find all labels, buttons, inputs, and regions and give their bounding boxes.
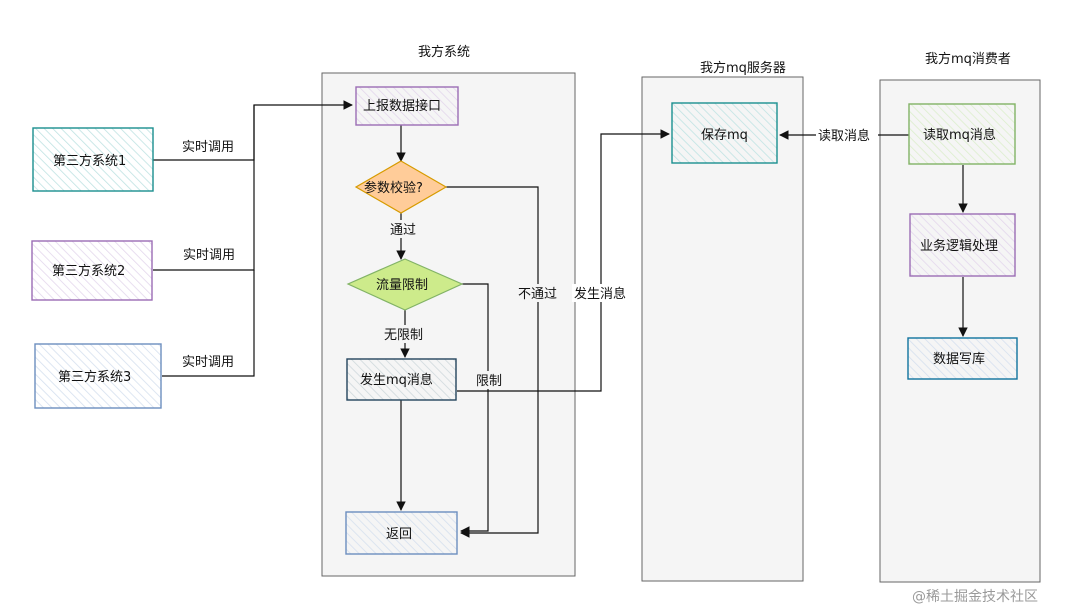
node-return: 返回 bbox=[345, 511, 458, 555]
node-label: 保存mq bbox=[701, 128, 748, 143]
node-business-logic: 业务逻辑处理 bbox=[909, 213, 1016, 277]
label-send-message: 发生消息 bbox=[574, 286, 626, 302]
node-label: 返回 bbox=[386, 527, 412, 542]
edge-realtime-call-3 bbox=[162, 270, 255, 377]
label-realtime-call-1: 实时调用 bbox=[182, 140, 234, 155]
label-realtime-call-3: 实时调用 bbox=[182, 355, 234, 370]
edge-check-fail-to-return bbox=[446, 186, 539, 538]
node-label: 第三方系统3 bbox=[58, 369, 131, 385]
node-send-mq: 发生mq消息 bbox=[346, 358, 457, 401]
node-param-check: 参数校验? bbox=[354, 160, 448, 214]
label-realtime-call-2: 实时调用 bbox=[183, 248, 235, 263]
node-label: 业务逻辑处理 bbox=[920, 238, 998, 254]
panel-title-our-system: 我方系统 bbox=[418, 44, 470, 60]
node-label: 流量限制 bbox=[376, 278, 428, 293]
node-label: 第三方系统2 bbox=[52, 263, 125, 279]
edge-send-to-save bbox=[457, 129, 670, 392]
panel-our-system: 我方系统 bbox=[321, 44, 576, 577]
node-rate-limit: 流量限制 bbox=[346, 258, 464, 311]
node-third-party-2: 第三方系统2 bbox=[31, 240, 153, 301]
node-report-api: 上报数据接口 bbox=[355, 86, 459, 126]
panel-title-mq-server: 我方mq服务器 bbox=[700, 60, 786, 76]
edge-limited-to-return bbox=[460, 283, 489, 536]
label-not-pass: 不通过 bbox=[518, 287, 557, 302]
label-no-limit: 无限制 bbox=[384, 328, 423, 343]
label-read-message: 读取消息 bbox=[818, 128, 870, 144]
label-limited: 限制 bbox=[476, 374, 502, 389]
node-label: 数据写库 bbox=[933, 351, 985, 367]
label-pass: 通过 bbox=[390, 223, 416, 238]
watermark: @稀土掘金技术社区 bbox=[912, 589, 1038, 605]
node-label: 读取mq消息 bbox=[923, 127, 996, 143]
edge-labels: 实时调用 实时调用 实时调用 通过 不通过 无限制 限制 发生消息 读取消息 bbox=[180, 126, 878, 389]
panel-title-mq-consumer: 我方mq消费者 bbox=[925, 51, 1011, 67]
node-third-party-1: 第三方系统1 bbox=[32, 127, 154, 192]
node-save-mq: 保存mq bbox=[671, 102, 778, 164]
node-label: 上报数据接口 bbox=[363, 98, 441, 114]
node-third-party-3: 第三方系统3 bbox=[34, 343, 162, 409]
node-label: 第三方系统1 bbox=[53, 153, 126, 169]
node-label: 参数校验? bbox=[364, 180, 423, 196]
node-label: 发生mq消息 bbox=[360, 372, 433, 388]
node-read-mq: 读取mq消息 bbox=[908, 103, 1016, 165]
node-db-write: 数据写库 bbox=[907, 337, 1018, 380]
